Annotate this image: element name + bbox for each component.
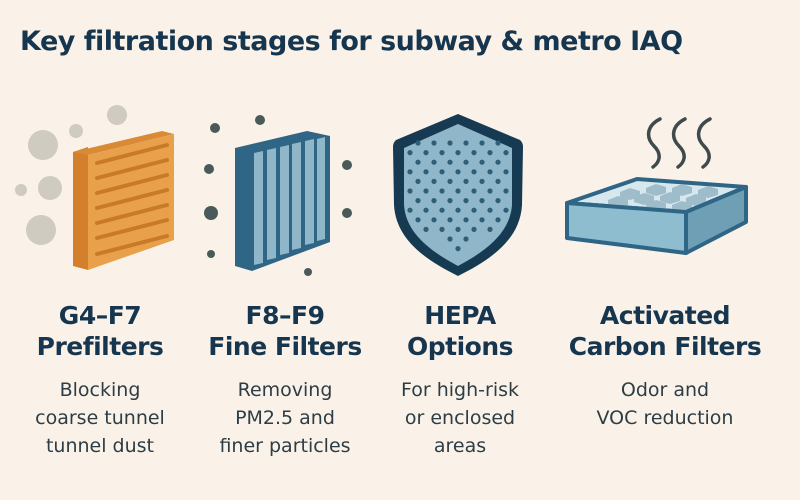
stage-description: For high-risk or enclosed areas [401,379,519,457]
hepa-shield-icon [393,114,523,276]
stage-heading: HEPA Options [406,301,514,361]
page-title: Key filtration stages for subway & metro… [20,26,683,57]
prefilter-panel-icon [15,105,174,270]
stage-activated-carbon: Activated Carbon Filters Odor and VOC re… [560,300,770,432]
stage-hepa: HEPA Options For high-risk or enclosed a… [365,300,555,460]
stage-fine-filters: F8–F9 Fine Filters Removing PM2.5 and fi… [190,300,380,460]
stage-heading: F8–F9 Fine Filters [208,301,362,361]
stage-description: Blocking coarse tunnel tunnel dust [35,379,165,457]
stage-prefilters: G4–F7 Prefilters Blocking coarse tunnel … [5,300,195,460]
fine-filter-icon [204,115,352,276]
stage-description: Odor and VOC reduction [596,379,734,429]
stage-heading: Activated Carbon Filters [568,301,762,361]
stage-description: Removing PM2.5 and finer particles [219,379,351,457]
carbon-filter-icon [565,117,748,255]
stage-heading: G4–F7 Prefilters [36,301,164,361]
